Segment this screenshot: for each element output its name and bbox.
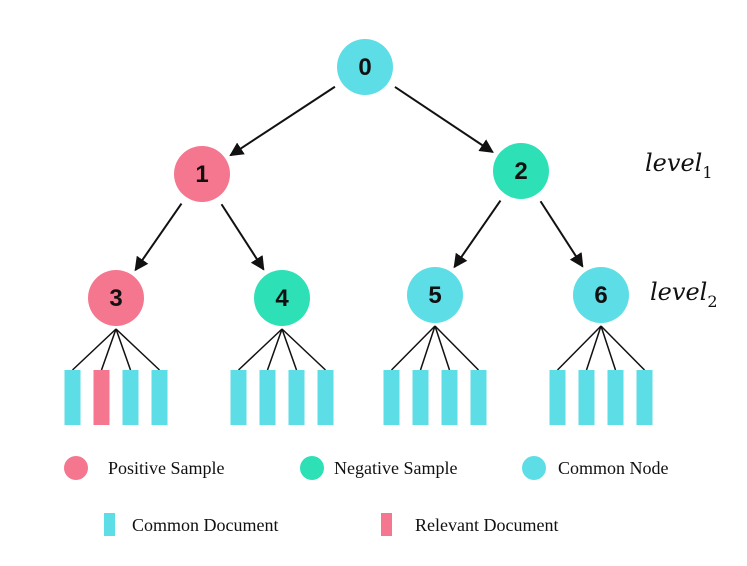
node-0-circle [337, 39, 393, 95]
node-2-circle [493, 143, 549, 199]
node-3-label: 3 [109, 285, 122, 312]
common-document-6-0 [549, 370, 566, 425]
edge-0-1 [229, 85, 336, 157]
document-edge-5-1 [419, 325, 436, 371]
document-edge-4-1 [266, 328, 283, 371]
legend-relevant-document-swatch [381, 513, 392, 536]
edge-1-3 [134, 203, 183, 272]
document-edge-6-0 [556, 325, 602, 371]
document-edge-3-2 [115, 328, 132, 371]
document-edge-4-2 [281, 328, 298, 371]
common-document-5-0 [383, 370, 400, 425]
level-2-label: level2 [650, 278, 718, 311]
legend-negative-swatch [300, 456, 324, 480]
tree-edges [134, 85, 584, 272]
node-1: 1 [174, 146, 230, 202]
edge-1-4 [220, 203, 265, 271]
edge-0-2 [394, 86, 494, 153]
document-edge-5-2 [434, 325, 451, 371]
document-edge-5-3 [434, 325, 480, 371]
node-0-label: 0 [358, 54, 371, 81]
document-edge-4-0 [237, 328, 283, 371]
node-2-label: 2 [514, 158, 527, 185]
legend-common-document-label: Common Document [132, 515, 279, 535]
document-edge-5-0 [390, 325, 436, 371]
legend-common-node-label: Common Node [558, 458, 669, 478]
document-edge-4-3 [281, 328, 327, 371]
common-document-6-1 [578, 370, 595, 425]
legend-common-document-swatch [104, 513, 115, 536]
node-1-circle [174, 146, 230, 202]
node-6-label: 6 [594, 282, 607, 309]
edge-2-6 [539, 200, 584, 268]
legend-positive-swatch [64, 456, 88, 480]
common-document-5-3 [470, 370, 487, 425]
document-edge-6-3 [600, 325, 646, 371]
node-4-circle [254, 270, 310, 326]
common-document-3-3 [151, 370, 168, 425]
node-5: 5 [407, 267, 463, 323]
tree-nodes: 0 1 2 3 4 5 6 [88, 39, 629, 326]
legend: Positive Sample Negative Sample Common N… [64, 456, 669, 536]
common-document-3-2 [122, 370, 139, 425]
legend-common-node-swatch [522, 456, 546, 480]
node-6-circle [573, 267, 629, 323]
node-5-circle [407, 267, 463, 323]
node-1-label: 1 [195, 161, 208, 188]
common-document-6-2 [607, 370, 624, 425]
document-edge-6-2 [600, 325, 617, 371]
document-edge-3-3 [115, 328, 161, 371]
common-document-4-3 [317, 370, 334, 425]
relevant-document-3-1 [93, 370, 110, 425]
edge-2-5 [453, 200, 502, 269]
node-4: 4 [254, 270, 310, 326]
level-1-label: level1 [645, 149, 713, 182]
legend-negative-label: Negative Sample [334, 458, 457, 478]
common-document-3-0 [64, 370, 81, 425]
node-2: 2 [493, 143, 549, 199]
document-edge-3-1 [100, 328, 117, 371]
common-document-4-1 [259, 370, 276, 425]
node-3-circle [88, 270, 144, 326]
node-4-label: 4 [275, 285, 289, 312]
documents [64, 370, 653, 425]
common-document-4-2 [288, 370, 305, 425]
document-edges [71, 325, 646, 371]
common-document-6-3 [636, 370, 653, 425]
legend-relevant-document-label: Relevant Document [415, 515, 558, 535]
node-5-label: 5 [428, 282, 441, 309]
common-document-4-0 [230, 370, 247, 425]
common-document-5-1 [412, 370, 429, 425]
node-6: 6 [573, 267, 629, 323]
document-edge-6-1 [585, 325, 602, 371]
node-0: 0 [337, 39, 393, 95]
document-edge-3-0 [71, 328, 117, 371]
common-document-5-2 [441, 370, 458, 425]
legend-positive-label: Positive Sample [108, 458, 225, 478]
node-3: 3 [88, 270, 144, 326]
